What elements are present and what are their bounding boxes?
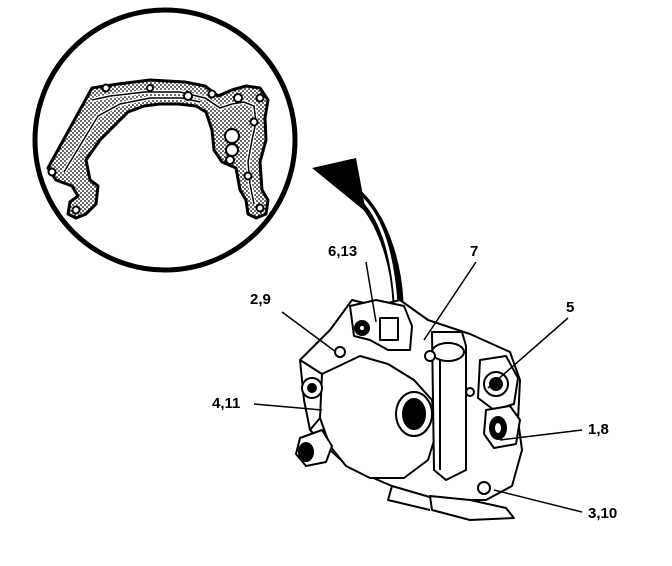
curved-arrow-icon xyxy=(312,158,404,303)
leader-1-8 xyxy=(499,429,583,441)
detail-circle xyxy=(32,7,298,273)
callout-6-13: 6,13 xyxy=(328,243,358,260)
leader-2-9 xyxy=(281,311,337,353)
callout-4-11: 4,11 xyxy=(212,395,241,412)
gasket-detail-view xyxy=(32,7,298,273)
bottom-flange xyxy=(429,495,515,521)
callout-5: 5 xyxy=(566,299,575,316)
leader-7 xyxy=(423,261,477,341)
leader-3-10 xyxy=(493,489,583,513)
leader-4-11 xyxy=(253,403,323,411)
callout-7: 7 xyxy=(470,243,479,260)
oil-pump-assembly xyxy=(295,299,523,521)
leader-lines xyxy=(253,261,583,513)
callout-3-10: 3,10 xyxy=(588,505,618,522)
leader-6-13 xyxy=(365,261,377,323)
leader-5 xyxy=(487,317,569,389)
callout-1-8: 1,8 xyxy=(588,421,609,438)
callout-2-9: 2,9 xyxy=(250,291,271,308)
